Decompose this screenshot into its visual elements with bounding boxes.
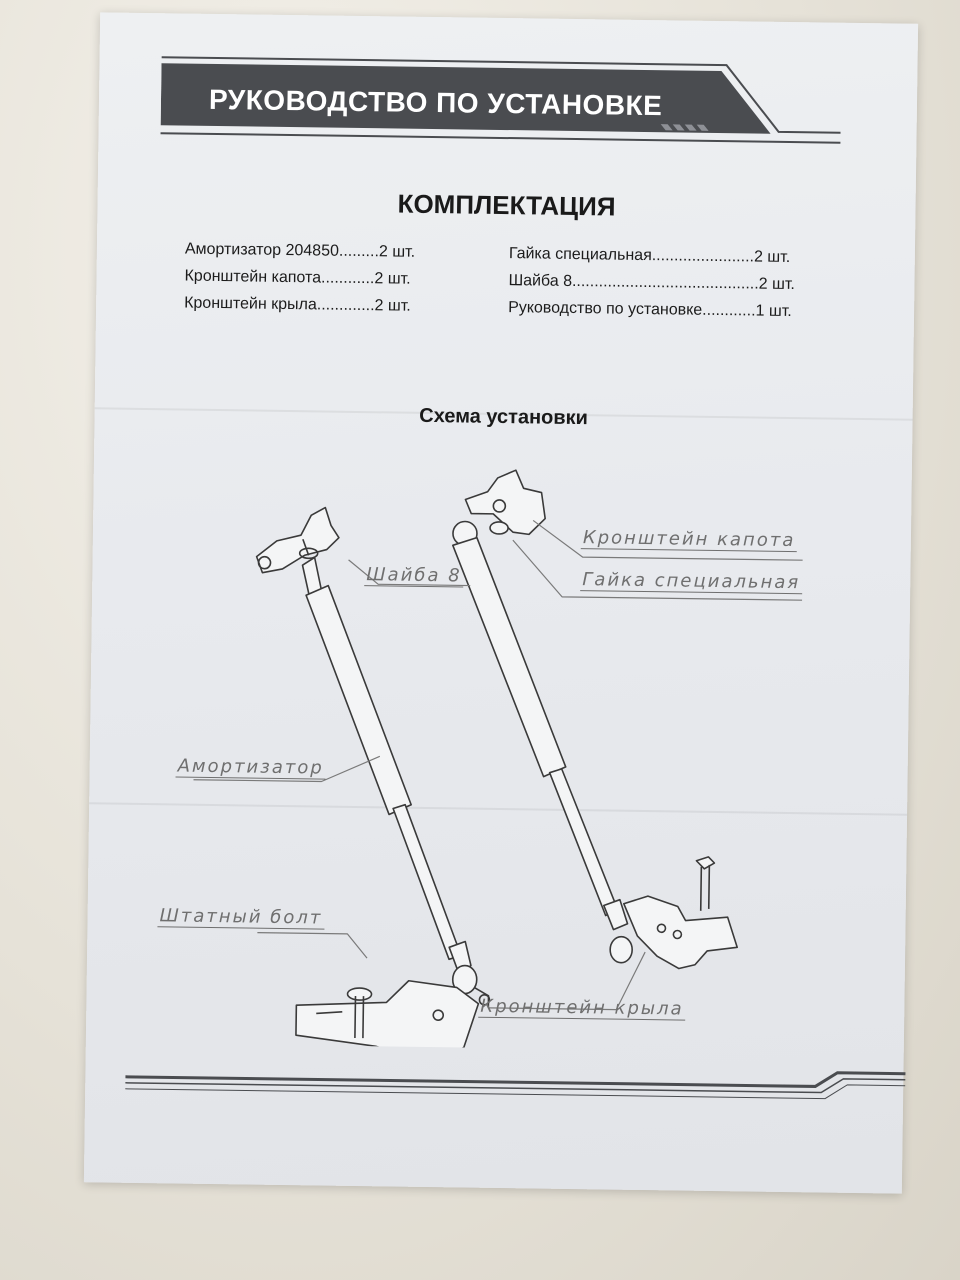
right-shock-absorber xyxy=(452,520,633,964)
kit-item: Руководство по установке............1 шт… xyxy=(508,299,792,321)
left-washer xyxy=(298,547,319,560)
callout-special-nut: Гайка специальная xyxy=(580,569,803,595)
kit-item: Амортизатор 204850.........2 шт. xyxy=(184,240,416,261)
instruction-sheet: РУКОВОДСТВО ПО УСТАНОВКЕ КОМПЛЕКТАЦИЯ Ам… xyxy=(83,12,919,1194)
document-title: РУКОВОДСТВО ПО УСТАНОВКЕ xyxy=(208,83,663,122)
kit-item: Гайка специальная.......................… xyxy=(508,245,791,267)
kit-item: Кронштейн капота............2 шт. xyxy=(184,267,411,288)
kit-section-title: КОМПЛЕКТАЦИЯ xyxy=(397,188,616,222)
right-hood-bracket xyxy=(464,469,546,536)
callout-standard-bolt: Штатный болт xyxy=(157,905,325,930)
header-banner-shape xyxy=(160,56,841,144)
left-shock-absorber xyxy=(301,556,478,995)
left-hood-bracket xyxy=(255,506,340,574)
kit-item: Шайба 8.................................… xyxy=(508,272,796,294)
callout-washer: Шайба 8 xyxy=(364,564,464,588)
kit-item: Кронштейн крыла.............2 шт. xyxy=(184,294,411,315)
standard-bolt xyxy=(316,987,373,1039)
footer-rule xyxy=(125,1071,906,1100)
callout-hood-bracket: Кронштейн капота xyxy=(580,527,798,553)
right-fender-bracket xyxy=(623,856,739,970)
header-banner: РУКОВОДСТВО ПО УСТАНОВКЕ xyxy=(160,55,841,152)
kit-list-left: Амортизатор 204850.........2 шт. Кронште… xyxy=(184,236,415,320)
kit-list-right: Гайка специальная.......................… xyxy=(508,240,796,325)
left-fender-bracket xyxy=(295,979,491,1053)
right-special-nut xyxy=(489,521,509,535)
callout-fender-bracket: Кронштейн крыла xyxy=(478,995,686,1021)
callout-shock-absorber: Амортизатор xyxy=(175,755,326,780)
scheme-section-title: Схема установки xyxy=(419,404,589,430)
callout-leaders xyxy=(193,519,803,1011)
installation-diagram xyxy=(193,469,803,1053)
